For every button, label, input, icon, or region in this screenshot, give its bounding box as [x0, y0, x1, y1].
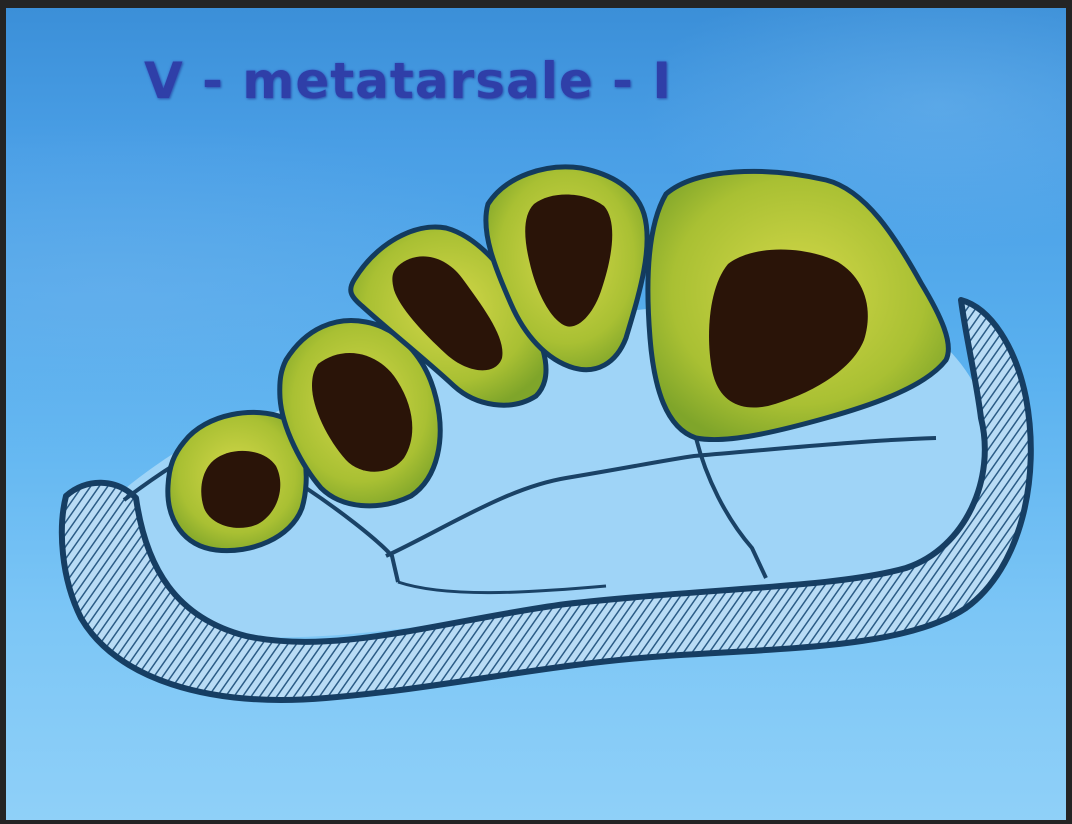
metatarsal-5: [168, 412, 306, 550]
foot-cross-section-diagram: [6, 8, 1066, 820]
slide: V - metatarsale - I: [6, 8, 1066, 820]
